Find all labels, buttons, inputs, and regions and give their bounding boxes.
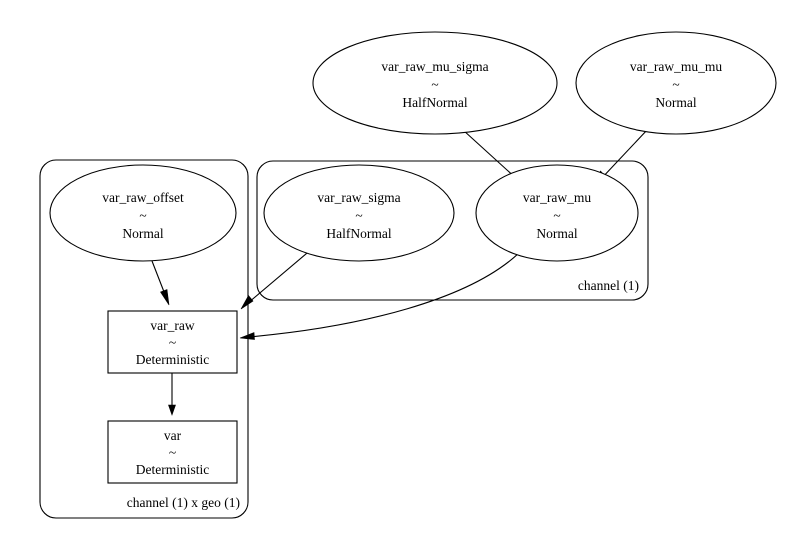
node-tilde-label: ~: [553, 208, 560, 223]
arrow-head-icon: [160, 289, 170, 306]
node-var-raw[interactable]: var_raw ~ Deterministic: [107, 310, 238, 374]
node-tilde-label: ~: [672, 77, 679, 92]
edge-line: [462, 129, 519, 181]
node-tilde-label: ~: [431, 77, 438, 92]
edge-var-raw-mu-to-var-raw: [239, 251, 521, 340]
node-distribution-label: HalfNormal: [326, 226, 391, 241]
node-ellipse: [475, 164, 639, 262]
node-ellipse: [263, 164, 455, 262]
node-name-label: var_raw_mu_mu: [630, 59, 722, 74]
plate-channel-group[interactable]: channel (1): [256, 160, 649, 301]
edge-line: [248, 251, 521, 338]
node-name-label: var_raw_sigma: [317, 190, 400, 205]
edge-var-raw-sigma-to-var-raw: [240, 247, 314, 310]
edge-var-raw-offset-to-var-raw: [151, 260, 170, 306]
plate-channel-border: [256, 160, 649, 301]
node-distribution-label: Normal: [655, 95, 696, 110]
node-var-raw-offset[interactable]: var_raw_offset ~ Normal: [49, 164, 237, 262]
edge-line: [599, 128, 649, 181]
arrow-head-icon: [168, 404, 176, 416]
edge-var-raw-to-var: [168, 373, 176, 416]
plate-channel-geo-label: channel (1) x geo (1): [127, 495, 240, 510]
node-ellipse: [575, 31, 777, 135]
node-name-label: var_raw: [150, 318, 194, 333]
node-box: [107, 420, 238, 484]
arrow-head-icon: [240, 294, 254, 310]
node-distribution-label: Normal: [536, 226, 577, 241]
node-var-raw-mu[interactable]: var_raw_mu ~ Normal: [475, 164, 639, 262]
node-tilde-label: ~: [355, 208, 362, 223]
node-name-label: var_raw_offset: [102, 190, 184, 205]
node-distribution-label: Deterministic: [136, 352, 209, 367]
node-var[interactable]: var ~ Deterministic: [107, 420, 238, 484]
node-var-raw-mu-mu[interactable]: var_raw_mu_mu ~ Normal: [575, 31, 777, 135]
node-distribution-label: HalfNormal: [402, 95, 467, 110]
node-var-raw-mu-sigma[interactable]: var_raw_mu_sigma ~ HalfNormal: [312, 31, 558, 135]
node-ellipse: [49, 164, 237, 262]
node-name-label: var: [164, 428, 182, 443]
arrow-head-icon: [239, 332, 255, 340]
node-var-raw-sigma[interactable]: var_raw_sigma ~ HalfNormal: [263, 164, 455, 262]
node-box: [107, 310, 238, 374]
node-tilde-label: ~: [169, 445, 176, 460]
node-tilde-label: ~: [169, 335, 176, 350]
edge-line: [247, 247, 314, 304]
plate-channel-label: channel (1): [578, 278, 639, 293]
node-ellipse: [312, 31, 558, 135]
node-distribution-label: Deterministic: [136, 462, 209, 477]
node-distribution-label: Normal: [122, 226, 163, 241]
node-tilde-label: ~: [139, 208, 146, 223]
node-name-label: var_raw_mu: [523, 190, 591, 205]
node-name-label: var_raw_mu_sigma: [381, 59, 488, 74]
